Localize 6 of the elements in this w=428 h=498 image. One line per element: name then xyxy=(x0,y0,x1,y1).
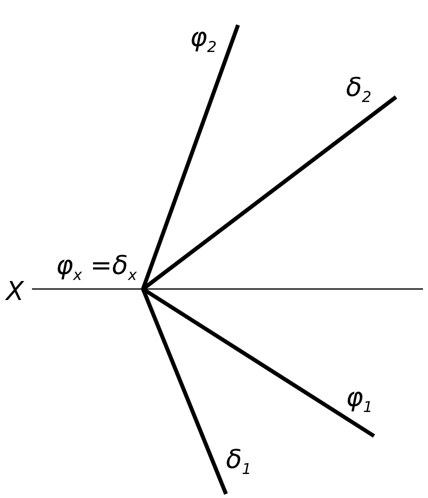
line-label: δ$_{1}$ xyxy=(226,446,252,478)
line-label: δ$_{2}$ xyxy=(346,74,372,106)
point-label: φ$_{x}$ =δ$_{x}$ xyxy=(56,252,137,284)
line-label: φ$_{1}$ xyxy=(346,384,373,416)
axis-label: X xyxy=(6,279,24,305)
line-label: φ$_{2}$ xyxy=(190,24,217,56)
